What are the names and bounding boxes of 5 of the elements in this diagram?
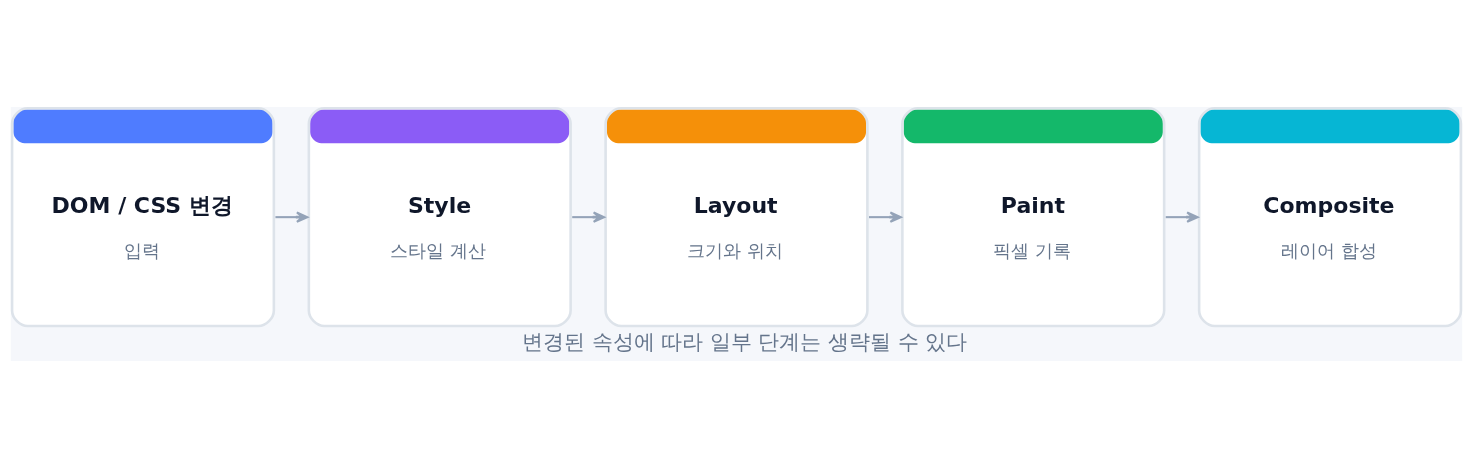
arrow (572, 211, 606, 223)
arrow (1165, 211, 1199, 223)
arrow (275, 211, 309, 223)
arrow (868, 211, 902, 223)
caption: 변경된 속성에 따라 일부 단계는 생략될 수 있다 (522, 330, 968, 355)
